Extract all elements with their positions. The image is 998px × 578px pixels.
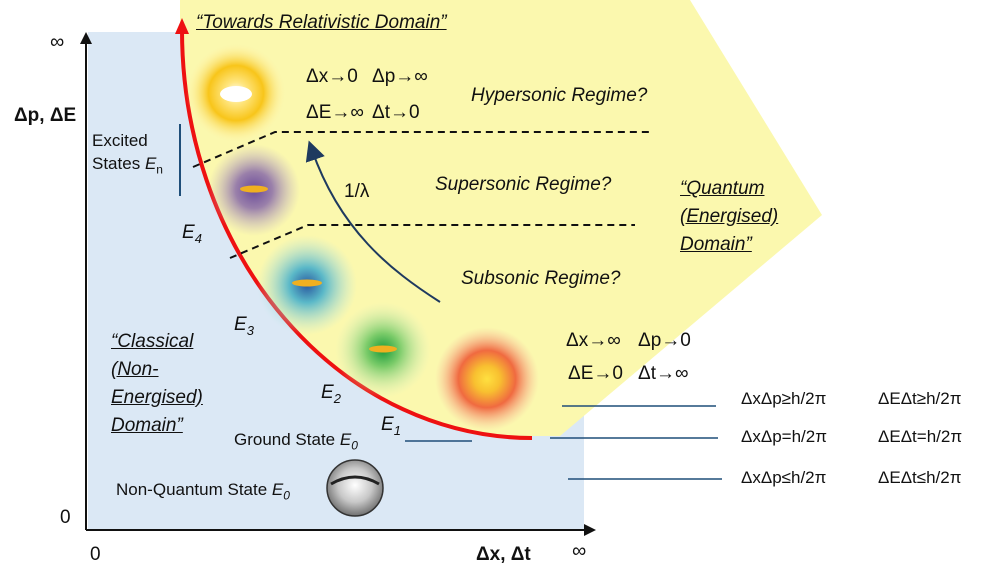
orb-non-quantum-grey <box>326 459 384 517</box>
ground-state-label: Ground State E0 <box>234 430 358 453</box>
quantum-domain-line-2: (Energised) <box>680 206 779 227</box>
orb-e3-cyan <box>257 235 357 335</box>
boundary-arrowhead <box>175 18 189 34</box>
relation-eq-position-momentum: ΔxΔp=h/2π <box>741 427 827 446</box>
state-e1-label: E1 <box>381 414 401 438</box>
relation-geq-position-momentum: ΔxΔp≥h/2π <box>741 389 827 408</box>
state-e2-label: E2 <box>321 382 341 406</box>
subsonic-regime-label: Subsonic Regime? <box>461 268 621 289</box>
state-e3-label: E3 <box>234 314 254 338</box>
orb-e4-purple <box>208 144 300 236</box>
limit-dE-infinity: ΔE→∞ <box>306 102 364 123</box>
relation-leq-energy-time: ΔEΔt≤h/2π <box>878 468 962 487</box>
orb-e1-orange <box>435 327 539 431</box>
limit-dt-infinity: Δt→∞ <box>638 363 689 384</box>
limit-dp-zero: Δp→0 <box>638 330 691 351</box>
non-quantum-state-label: Non-Quantum State E0 <box>116 480 290 503</box>
relativistic-domain-label: “Towards Relativistic Domain” <box>196 12 447 33</box>
supersonic-boundary-dashed <box>229 224 635 259</box>
y-axis-infinity: ∞ <box>50 31 65 53</box>
relation-geq-energy-time: ΔEΔt≥h/2π <box>878 389 962 408</box>
supersonic-regime-label: Supersonic Regime? <box>435 174 612 195</box>
orb-top-yellow <box>186 43 286 143</box>
limit-dt-zero: Δt→0 <box>372 102 420 123</box>
quantum-domain-line-3: Domain” <box>680 234 752 255</box>
wavelength-arrow <box>305 140 441 303</box>
limit-dx-infinity: Δx→∞ <box>566 330 621 351</box>
relation-leq-position-momentum: ΔxΔp≤h/2π <box>741 468 827 487</box>
hypersonic-regime-label: Hypersonic Regime? <box>471 85 648 106</box>
classical-domain-line-2: (Non- <box>111 359 159 380</box>
x-axis-zero: 0 <box>90 544 101 565</box>
x-axis-arrowhead <box>584 524 596 536</box>
classical-domain-line-3: Energised) <box>111 387 203 408</box>
orb-e2-green <box>335 302 431 398</box>
x-axis-infinity: ∞ <box>572 540 587 562</box>
excited-states-label-line-1: Excited <box>92 131 148 150</box>
classical-domain-line-1: “Classical <box>111 331 194 352</box>
limit-dE-zero: ΔE→0 <box>568 363 623 384</box>
quantum-domain-line-1: “Quantum <box>680 178 765 199</box>
limit-dp-infinity: Δp→∞ <box>372 66 428 87</box>
state-e4-label: E4 <box>182 222 202 246</box>
y-axis-arrowhead <box>80 32 92 44</box>
hypersonic-boundary-dashed <box>192 131 650 168</box>
excited-states-label-line-2: States En <box>92 154 163 177</box>
y-axis-label: Δp, ΔE <box>14 105 77 126</box>
y-axis-zero: 0 <box>60 507 71 528</box>
x-axis-label: Δx, Δt <box>476 544 531 565</box>
relation-eq-energy-time: ΔEΔt=h/2π <box>878 427 963 446</box>
quantum-region <box>180 0 822 436</box>
wavelength-arrow-label: 1/λ <box>344 181 370 202</box>
limit-dx-zero: Δx→0 <box>306 66 358 87</box>
classical-domain-line-4: Domain” <box>111 415 183 436</box>
